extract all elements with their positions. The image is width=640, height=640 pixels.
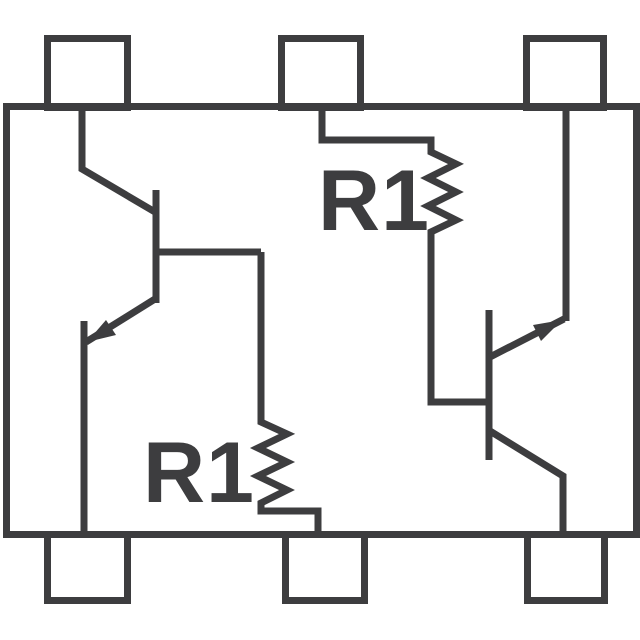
pin-top-center xyxy=(278,35,364,111)
q1-collector-lead xyxy=(78,104,157,216)
q2-emitter-arrow-icon xyxy=(533,320,562,341)
resistor-label-right: R1 xyxy=(318,153,430,249)
pin-bottom-right xyxy=(524,531,608,604)
resistor-left-zigzag xyxy=(249,252,322,535)
pin-top-left xyxy=(44,35,131,111)
q2-collector-lead xyxy=(488,428,567,535)
resistor-label-left: R1 xyxy=(143,425,255,521)
q1-emitter-arrow-icon xyxy=(87,320,116,342)
pin-bottom-left xyxy=(44,531,131,604)
pin-top-right xyxy=(523,35,607,111)
resistor-right-zigzag xyxy=(318,104,489,406)
pin-bottom-center xyxy=(282,531,368,604)
